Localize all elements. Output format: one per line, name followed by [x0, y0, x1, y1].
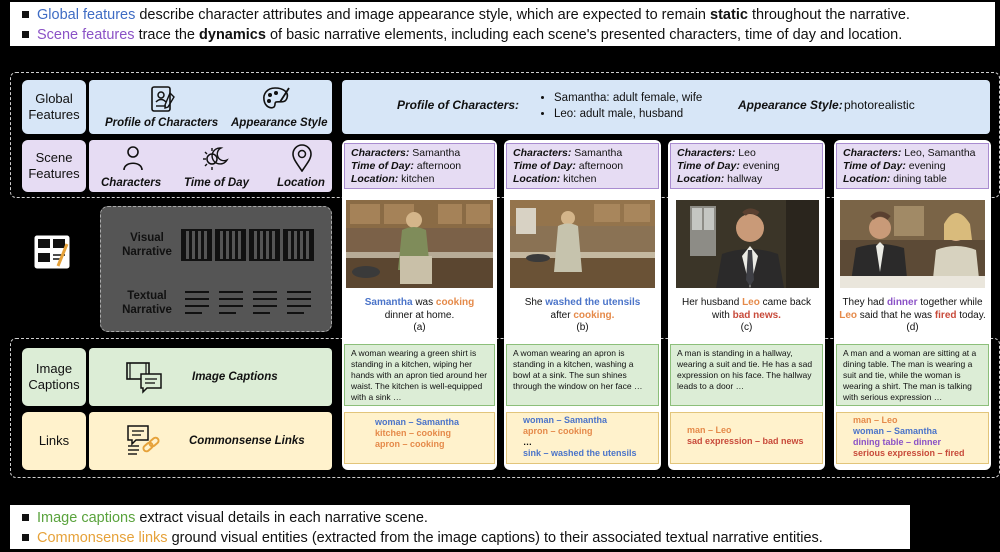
scene-narrative: They had dinner together while Leo said … — [839, 297, 986, 321]
top-notes: Global features describe character attri… — [10, 2, 995, 46]
appearance-style-value: photorealistic — [844, 98, 915, 112]
location-pin-icon — [292, 144, 312, 172]
film-strip — [181, 229, 314, 261]
location-label: Location — [277, 177, 325, 189]
image-captions-label: Image Captions — [22, 348, 86, 406]
scene-caption: A woman wearing an apron is standing in … — [506, 344, 659, 406]
scene-narrative: Samantha was cooking dinner at home. — [364, 297, 475, 321]
link-item: kitchen – cooking — [375, 428, 452, 438]
image-caption-icon — [126, 362, 162, 394]
global-features-icons-panel: Profile of Characters Appearance Style — [89, 80, 332, 134]
scene-meta: Characters: Leo Time of Day: evening Loc… — [670, 143, 823, 189]
scene-caption: A man is standing in a hallway, wearing … — [670, 344, 823, 406]
profile-item: Samantha: adult female, wife — [554, 90, 702, 106]
bottom-notes: Image captions extract visual details in… — [10, 505, 910, 549]
palette-icon — [263, 87, 290, 109]
links-label: Links — [22, 412, 86, 470]
scene-links: woman – Samantha kitchen – cooking apron… — [344, 412, 495, 464]
scene-tag: (d) — [906, 322, 919, 333]
global-features-panel: Profile of Characters: Samantha: adult f… — [342, 80, 990, 134]
profile-label: Profile of Characters — [105, 117, 219, 129]
scene-tag: (a) — [413, 322, 426, 333]
visual-narrative-label: Visual Narrative — [122, 232, 172, 258]
scene-links: woman – Samantha apron – cooking … sink … — [506, 412, 659, 464]
scene-meta: Characters: Leo, Samantha Time of Day: e… — [836, 143, 989, 189]
scene-features-label: Scene Features — [22, 140, 86, 192]
film-frame — [215, 229, 246, 261]
note-global-features: Global features describe character attri… — [20, 5, 985, 25]
scene-narrative: She washed the utensils after cooking. — [524, 297, 641, 321]
text-lines — [185, 289, 311, 314]
storyboard-icon — [34, 235, 70, 269]
note-scene-features: Scene features trace the dynamics of bas… — [20, 25, 985, 45]
link-item: dining table – dinner — [853, 437, 942, 447]
link-item: woman – Samantha — [853, 426, 938, 436]
image-captions-icon-panel: Image Captions — [89, 348, 332, 406]
commonsense-links-icon-label: Commonsense Links — [189, 435, 305, 447]
link-item: man – Leo — [853, 415, 898, 425]
image-captions-icon-label: Image Captions — [192, 371, 278, 383]
scene-column: Characters: Samantha Time of Day: aftern… — [342, 140, 497, 470]
time-of-day-label: Time of Day — [184, 177, 249, 189]
commonsense-links-icon-panel: Commonsense Links — [89, 412, 332, 470]
scene-narrative: Her husband Leo came back with bad news. — [682, 297, 811, 321]
note-commonsense-links: Commonsense links ground visual entities… — [20, 528, 900, 548]
scene-caption: A man and a woman are sitting at a dinin… — [836, 344, 989, 406]
scene-tag: (c) — [740, 322, 753, 333]
appearance-label: Appearance Style — [231, 117, 328, 129]
scene-meta: Characters: Samantha Time of Day: aftern… — [506, 143, 659, 189]
appearance-style-label: Appearance Style: — [738, 98, 843, 112]
link-item: man – Leo — [687, 425, 732, 435]
scene-column: Characters: Leo Time of Day: evening Loc… — [668, 140, 825, 470]
profile-of-characters-label: Profile of Characters: — [397, 98, 520, 112]
link-item: … — [523, 437, 532, 447]
scene-column: Characters: Leo, Samantha Time of Day: e… — [834, 140, 991, 470]
scene-caption: A woman wearing a green shirt is standin… — [344, 344, 495, 406]
scene-links: man – Leo woman – Samantha dining table … — [836, 412, 989, 464]
sun-moon-icon — [203, 147, 229, 170]
scene-image — [510, 200, 655, 288]
global-features-label: Global Features — [22, 80, 86, 134]
scene-features-icons-panel: Characters Time of Day Location — [89, 140, 332, 192]
scene-links: man – Leo sad expression – bad news — [670, 412, 823, 464]
link-item: apron – cooking — [523, 426, 593, 436]
person-icon — [123, 146, 143, 171]
film-frame — [249, 229, 280, 261]
link-item: sink – washed the utensils — [523, 448, 637, 458]
note-image-captions: Image captions extract visual details in… — [20, 508, 900, 528]
scene-image — [346, 200, 493, 288]
link-item: apron – cooking — [375, 439, 445, 449]
textual-narrative-label: Textual Narrative — [122, 290, 172, 316]
scene-meta: Characters: Samantha Time of Day: aftern… — [344, 143, 495, 189]
profile-list: Samantha: adult female, wife Leo: adult … — [542, 90, 702, 122]
scene-image — [840, 200, 985, 288]
link-item: woman – Samantha — [523, 415, 608, 425]
chain-link-icon — [127, 425, 160, 455]
link-item: serious expression – fired — [853, 448, 965, 458]
film-frame — [283, 229, 314, 261]
profile-icon — [151, 86, 175, 112]
link-item: sad expression – bad news — [687, 436, 804, 446]
profile-item: Leo: adult male, husband — [554, 106, 702, 122]
scene-column: Characters: Samantha Time of Day: aftern… — [504, 140, 661, 470]
scene-image — [676, 200, 819, 288]
scene-tag: (b) — [576, 322, 589, 333]
narrative-box: Visual Narrative Textual Narrative — [100, 206, 332, 332]
film-frame — [181, 229, 212, 261]
link-item: woman – Samantha — [375, 417, 460, 427]
characters-label: Characters — [101, 177, 162, 189]
